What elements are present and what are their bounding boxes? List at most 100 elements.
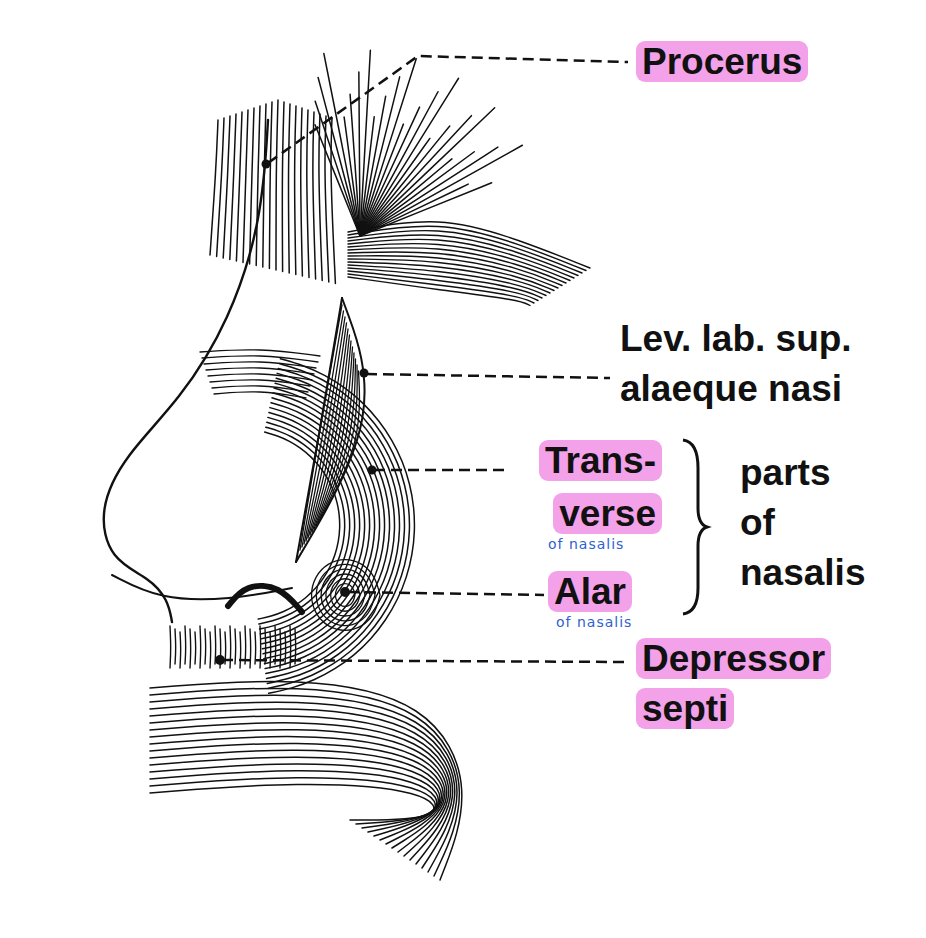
levator-outline: [296, 298, 342, 562]
muscle-label: Trans- verse: [539, 440, 662, 534]
muscle-fiber: [289, 104, 290, 273]
muscle-fiber: [209, 632, 211, 668]
muscle-fiber: [331, 579, 360, 611]
muscle-fiber: [236, 112, 242, 261]
muscle-fiber: [256, 106, 260, 266]
muscle-fiber: [249, 629, 251, 668]
muscle-fiber: [294, 629, 296, 664]
muscle-fiber: [348, 268, 542, 298]
muscle-fiber: [174, 629, 176, 664]
muscle-fiber: [179, 632, 181, 668]
muscle-fiber: [269, 102, 272, 269]
muscle-fiber: [150, 709, 453, 864]
muscle-fiber: [229, 626, 231, 668]
muscle-fiber: [150, 743, 443, 844]
muscle-fiber: [267, 373, 400, 678]
muscle-fiber: [202, 356, 318, 362]
muscle-fiber: [344, 117, 360, 236]
leader-dot: [368, 466, 377, 475]
muscle-fiber: [210, 120, 218, 255]
muscle-fiber: [307, 110, 309, 278]
muscle-fiber: [239, 632, 241, 668]
muscle-fiber: [214, 392, 306, 398]
leader-line: [268, 56, 628, 163]
muscle-fiber: [318, 359, 356, 523]
muscle-label-box: Alar: [548, 566, 632, 618]
muscle-fiber: [269, 359, 415, 694]
muscle-label: Lev. lab. sup. alaeque nasi: [620, 318, 852, 409]
muscle-fiber: [259, 626, 261, 668]
handwritten-note: of nasalis: [548, 536, 624, 552]
muscle-fiber: [150, 702, 455, 868]
leader-dot: [215, 655, 225, 665]
muscle-fiber: [264, 629, 266, 664]
muscle-label: parts of nasalis: [740, 452, 865, 593]
muscle-fiber: [217, 118, 224, 257]
muscle-fiber: [320, 365, 357, 520]
muscle-fiber: [335, 584, 355, 607]
leader-line: [374, 469, 508, 472]
muscle-fiber: [150, 764, 438, 832]
muscle-label-box: Lev. lab. sup. alaeque nasi: [620, 314, 920, 414]
muscle-fiber: [276, 100, 278, 270]
muscle-fiber: [348, 277, 530, 306]
bracket: [683, 440, 707, 614]
muscle-fiber: [261, 413, 360, 639]
handwritten-note-box: of nasalis: [548, 536, 624, 552]
handwritten-note-box: of nasalis: [556, 614, 632, 630]
muscle-fiber: [210, 380, 310, 386]
muscle-label: Depressor septi: [636, 638, 831, 729]
muscle-fiber: [243, 110, 248, 263]
muscle-fiber: [150, 723, 449, 856]
muscle-fiber: [150, 784, 434, 820]
muscle-fiber: [184, 626, 186, 664]
leader-line: [348, 592, 544, 595]
muscle-fiber: [289, 626, 291, 668]
muscle-fiber: [284, 632, 286, 664]
muscle-fiber: [189, 629, 191, 668]
muscle-fiber: [314, 347, 353, 529]
muscle-fiber: [223, 116, 230, 258]
muscle-fiber: [326, 574, 365, 616]
leader-dot: [262, 160, 271, 169]
muscle-label: Procerus: [636, 41, 808, 82]
leader-line: [222, 660, 628, 662]
handwritten-note: of nasalis: [556, 614, 632, 630]
leader-line: [366, 374, 610, 378]
muscle-fiber: [150, 771, 437, 828]
muscle-fiber: [230, 114, 236, 260]
muscle-label-box: Trans- verse: [539, 434, 662, 540]
muscle-fiber: [310, 335, 350, 535]
muscle-label-box: Depressor septi: [636, 634, 831, 734]
muscle-fiber: [150, 716, 451, 860]
muscle-fiber: [324, 54, 360, 236]
muscle-fiber: [279, 629, 281, 668]
leader-dot: [340, 587, 350, 597]
muscle-fiber: [234, 629, 236, 664]
muscle-fiber: [150, 681, 462, 880]
muscle-fiber: [150, 730, 447, 852]
muscle-fiber: [312, 560, 380, 631]
muscle-fiber: [200, 350, 320, 356]
nose-outline: [104, 120, 268, 622]
muscle-fiber: [244, 626, 246, 664]
muscle-fiber: [348, 256, 558, 288]
muscle-fiber: [282, 102, 284, 272]
muscle-fiber: [199, 626, 201, 668]
muscle-fiber: [204, 629, 206, 664]
muscle-label-box: Procerus: [636, 36, 808, 88]
muscle-fiber: [150, 695, 457, 872]
muscle-fiber: [360, 183, 492, 236]
muscle-fiber: [269, 632, 271, 668]
levator-outline: [296, 298, 365, 562]
muscle-label: Alar: [548, 571, 632, 612]
muscle-fiber: [313, 112, 316, 279]
muscle-fiber: [360, 159, 452, 236]
muscle-fiber: [194, 632, 196, 664]
muscle-fiber: [150, 688, 459, 876]
muscle-fiber: [360, 147, 498, 236]
muscle-fiber: [169, 626, 171, 668]
muscle-fiber: [268, 364, 410, 689]
muscle-label-box: parts of nasalis: [740, 448, 865, 598]
muscle-fiber: [321, 569, 370, 621]
